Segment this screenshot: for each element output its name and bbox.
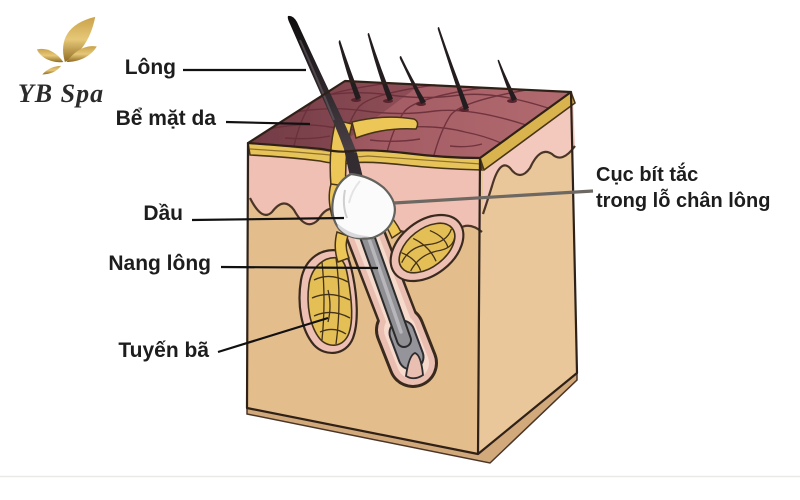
- pointer-clog: [393, 189, 594, 205]
- logo-brand-text: YB Spa: [17, 79, 105, 108]
- sebaceous-gland-right: [389, 213, 465, 283]
- epidermis-side: [483, 99, 575, 214]
- pointer-oil: [191, 216, 345, 222]
- pointer-sebaceous-gland: [217, 316, 329, 354]
- label-hair: Lông: [124, 56, 176, 79]
- pore-clog: [331, 172, 396, 240]
- pointer-lines: [183, 68, 594, 354]
- label-oil: Dầu: [143, 202, 183, 225]
- butterfly-icon: [36, 16, 97, 75]
- label-clog-line1: Cục bít tắc: [596, 164, 699, 186]
- label-clog: Cục bít tắc trong lỗ chân lông: [596, 162, 770, 214]
- pointer-follicle: [220, 265, 379, 270]
- cube-outlines: [245, 79, 579, 456]
- sebaceous-gland-left: [298, 249, 358, 354]
- hair-shaft: [354, 214, 425, 371]
- label-follicle: Nang lông: [108, 252, 211, 275]
- hair-follicle-structure: [298, 116, 465, 388]
- logo: YB Spa: [6, 6, 116, 109]
- label-sebaceous-gland: Tuyến bã: [118, 339, 209, 362]
- label-clog-line2: trong lỗ chân lông: [596, 190, 771, 212]
- pointer-skin-surface: [225, 120, 311, 126]
- label-skin-surface: Bể mặt da: [115, 107, 216, 130]
